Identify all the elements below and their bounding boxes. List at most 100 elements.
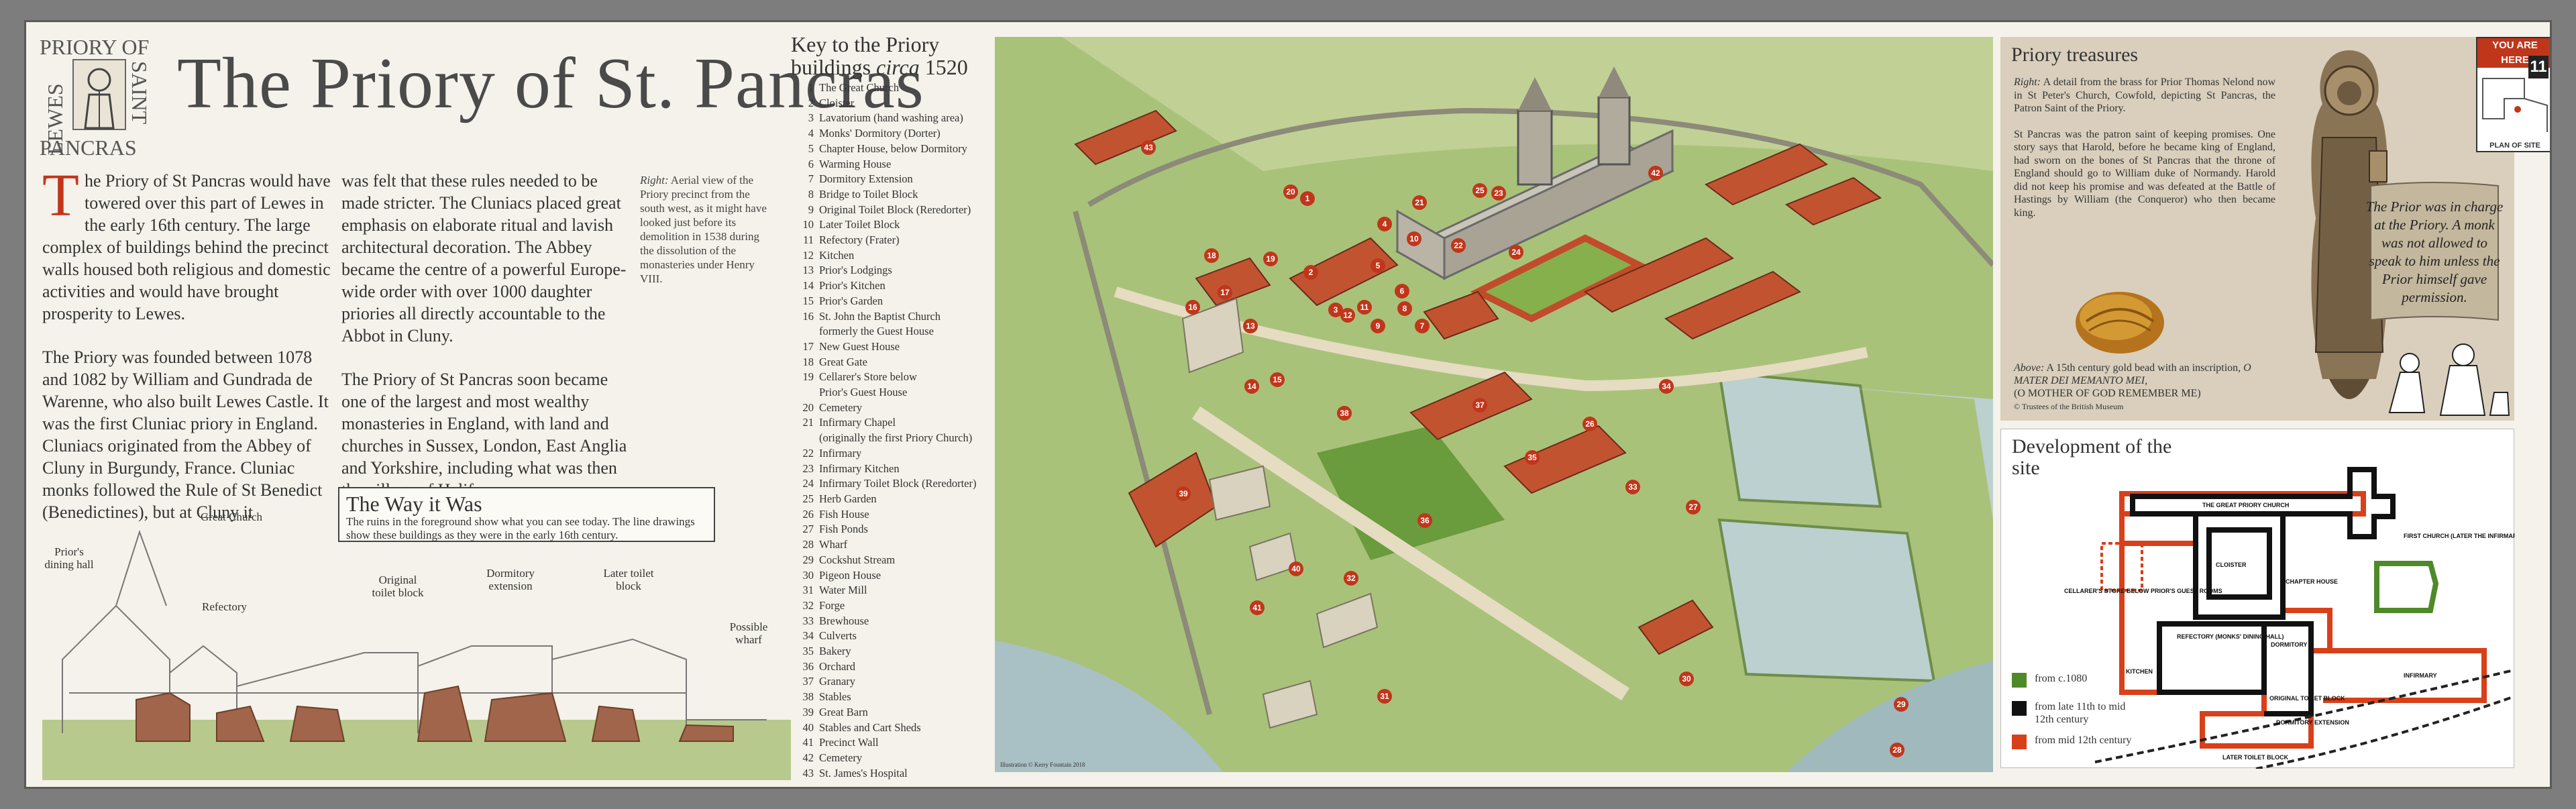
sketch-label-later-toilet: Later toilet block [603, 567, 654, 592]
interpretation-board: PRIORY OF LEWES SAINT PANCRAS The Priory… [24, 20, 2552, 789]
key-item-label: Cellarer's Store below [819, 370, 917, 384]
map-marker-27: 27 [1686, 500, 1701, 515]
key-item-number: 20 [802, 400, 814, 414]
map-marker-39: 39 [1176, 486, 1191, 501]
key-item-label: The Great Church [819, 81, 900, 94]
key-item-number: 34 [802, 629, 814, 643]
key-item-label: Refectory (Frater) [819, 233, 900, 247]
priory-seal-logo: PRIORY OF LEWES SAINT PANCRAS [38, 34, 179, 164]
key-item-number: 5 [808, 142, 814, 155]
key-item-number: 39 [802, 705, 814, 718]
key-item-label: Stables [819, 690, 851, 704]
key-item: 34 Culverts [796, 629, 998, 644]
sketch-label-priors-dining: Prior's dining hall [44, 545, 94, 571]
map-marker-36: 36 [1417, 513, 1432, 528]
key-item-label: Chapter House, below Dormitory [819, 142, 967, 155]
map-marker-33: 33 [1625, 480, 1640, 494]
key-item: 5 Chapter House, below Dormitory [796, 142, 998, 157]
key-item-number: 30 [802, 568, 814, 582]
map-marker-4: 4 [1377, 217, 1392, 231]
key-title: Key to the Priory buildings circa 1520 [791, 33, 992, 78]
key-item: 35 Bakery [796, 644, 998, 659]
map-marker-21: 21 [1412, 195, 1427, 210]
key-item-number: 28 [802, 538, 814, 551]
map-marker-23: 23 [1491, 186, 1506, 201]
legend-swatch [2012, 701, 2027, 716]
map-marker-26: 26 [1582, 417, 1597, 431]
key-item-label: Bakery [819, 645, 851, 658]
key-item-number: 38 [802, 690, 814, 704]
key-item: Prior's Guest House [796, 385, 998, 400]
key-item-label: Great Gate [819, 355, 867, 368]
map-marker-13: 13 [1243, 319, 1258, 333]
key-title-line-2: buildings circa 1520 [791, 55, 968, 79]
key-item-label: Culverts [819, 629, 857, 643]
map-marker-14: 14 [1244, 379, 1259, 394]
map-marker-6: 6 [1395, 284, 1409, 299]
treasures-lead: Right: [2014, 76, 2041, 88]
legend-swatch [2012, 673, 2027, 688]
legend-label: from mid 12th century [2035, 735, 2132, 746]
key-item-number: 14 [802, 279, 814, 292]
key-item-number: 22 [802, 446, 814, 460]
key-item-number: 37 [802, 675, 814, 688]
key-item-label: Cockshut Stream [819, 553, 896, 566]
key-item-number: 35 [802, 645, 814, 658]
dropcap: T [42, 162, 79, 229]
key-item-number: 7 [808, 172, 814, 186]
key-item-number: 25 [802, 492, 814, 505]
monks-drawing [2388, 343, 2510, 416]
map-marker-42: 42 [1648, 166, 1663, 180]
map-marker-9: 9 [1371, 319, 1385, 333]
key-item-number: 9 [808, 203, 814, 216]
map-marker-35: 35 [1525, 450, 1540, 465]
key-item-label: Fish Ponds [819, 523, 868, 536]
key-item-number: 10 [802, 218, 814, 231]
key-item-label: Later Toilet Block [819, 218, 900, 231]
map-marker-19: 19 [1263, 252, 1278, 266]
key-item-number: 11 [803, 233, 814, 247]
key-item-number: 21 [802, 416, 814, 429]
key-item-label: Prior's Garden [819, 294, 883, 307]
intro-paragraph-3: was felt that these rules needed to be m… [341, 171, 627, 345]
you-are-here-plan: YOU ARE HERE 11 PLAN OF SITE [2476, 37, 2550, 152]
priory-treasures-panel: Priory treasures Right: A detail from th… [2000, 37, 2514, 421]
map-marker-40: 40 [1289, 561, 1303, 576]
page-title: The Priory of St. Pancras [177, 44, 924, 123]
key-item-number: 18 [802, 355, 814, 368]
key-item-label: Stables and Cart Sheds [819, 720, 921, 734]
map-marker-5: 5 [1371, 258, 1385, 273]
plan-label-orig-toilet: ORIGINAL TOILET BLOCK [2269, 695, 2345, 702]
key-item-label: St. John the Baptist Church [819, 309, 941, 323]
caption-text: Aerial view of the Priory precinct from … [640, 174, 767, 285]
key-item-label: (originally the first Priory Church) [819, 431, 973, 445]
map-marker-20: 20 [1283, 184, 1298, 199]
map-marker-38: 38 [1337, 406, 1352, 421]
map-marker-22: 22 [1451, 238, 1466, 253]
key-item-label: Prior's Lodgings [819, 264, 892, 277]
plan-label-chapter: CHAPTER HOUSE [2286, 578, 2338, 585]
key-item-label: Lavatorium (hand washing area) [819, 111, 963, 125]
map-marker-1: 1 [1300, 191, 1315, 206]
